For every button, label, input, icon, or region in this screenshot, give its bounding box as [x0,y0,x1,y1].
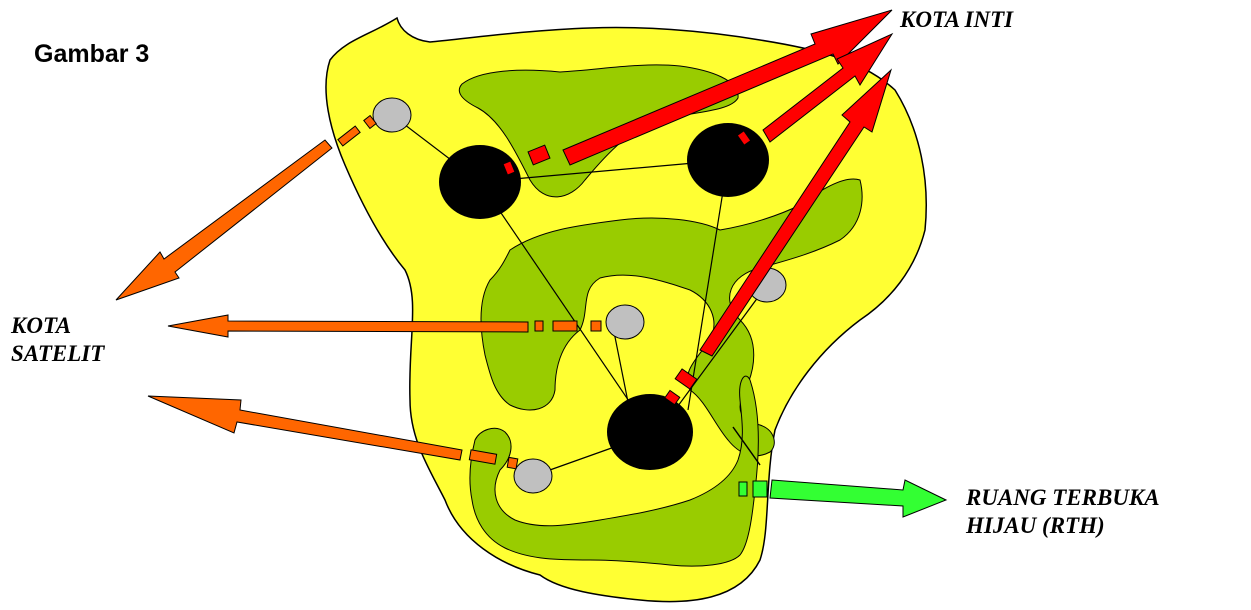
label-kota-inti: KOTA INTI [900,6,1013,34]
label-rth-line1: RUANG TERBUKA [966,485,1160,510]
satellite-city [513,458,553,494]
label-kota-satelit-line1: KOTA [11,313,72,338]
core-city [439,145,521,219]
label-rth-line2: HIJAU (RTH) [966,513,1105,538]
core-city [687,123,769,197]
label-rth: RUANG TERBUKA HIJAU (RTH) [966,484,1160,540]
label-kota-satelit: KOTA SATELIT [11,312,104,368]
satellite-arrows [115,114,602,470]
green-space-south [469,375,759,567]
satellite-city [372,97,412,133]
figure-title: Gambar 3 [34,40,150,68]
core-arrows [502,9,894,406]
label-kota-satelit-line2: SATELIT [11,341,105,366]
rth-arrow [732,426,948,518]
label-kota-inti-text: KOTA INTI [900,7,1014,32]
satellite-city [605,304,645,340]
core-city [607,394,693,470]
